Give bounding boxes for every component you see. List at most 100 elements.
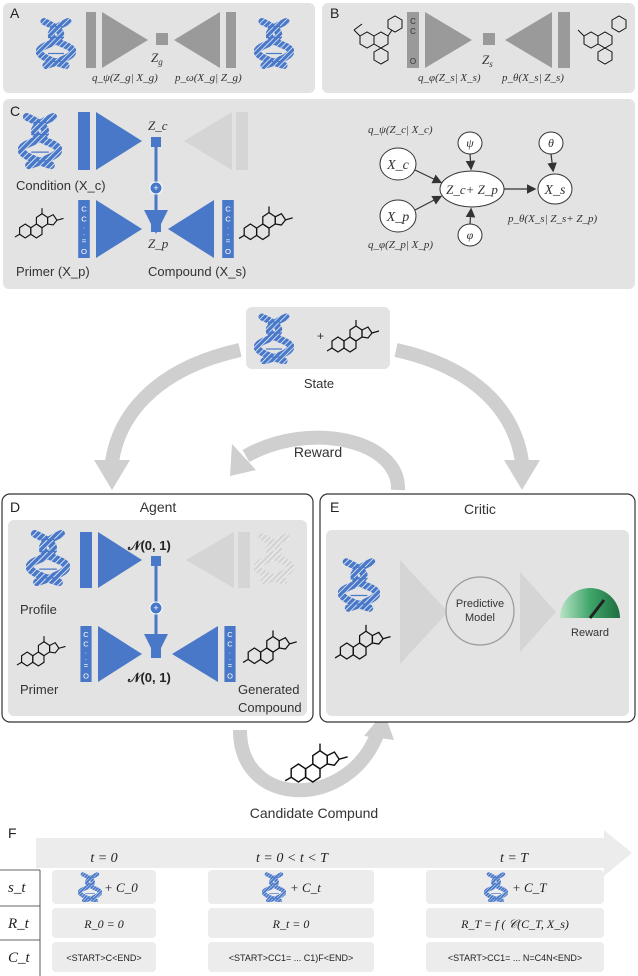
ghost-output-layer bbox=[238, 532, 250, 588]
sum-circle bbox=[149, 181, 163, 195]
row-label-sequence: C_t bbox=[8, 950, 31, 966]
agent-title: Agent bbox=[140, 499, 177, 515]
generated-decoder-triangle bbox=[172, 626, 218, 682]
svg-text:Zs: Zs bbox=[482, 52, 493, 69]
smiles-output-block bbox=[558, 12, 570, 68]
latent-node bbox=[156, 33, 168, 45]
z-p-label: Z_p bbox=[148, 236, 169, 251]
molecule-output-icon bbox=[577, 15, 627, 65]
condition-output-ghost bbox=[236, 112, 248, 170]
panel-d: D Agent 𝒩(0, 1) + 𝒩(0, 1) Profile Primer… bbox=[1, 493, 314, 723]
timepoint-label: t = 0 < t < T bbox=[256, 851, 329, 866]
smiles-token-top: C bbox=[410, 17, 416, 26]
row-label-state: s_t bbox=[8, 880, 26, 896]
primer-token-block bbox=[80, 626, 92, 682]
reward-label: Reward bbox=[571, 627, 609, 639]
encoder-label: q_φ(Z_s| X_s) bbox=[418, 72, 481, 84]
encoder-triangle bbox=[425, 12, 472, 68]
panel-a: A Zg q_ψ(Z_g| X_g) p_ω(X_g| Z_g) bbox=[3, 3, 315, 93]
panel-c-letter: C bbox=[10, 103, 20, 119]
z-c-label: Z_c bbox=[148, 118, 168, 133]
smiles-token-block bbox=[407, 12, 419, 68]
profile-label: Profile bbox=[20, 602, 57, 617]
reward-cell: R_t = 0 bbox=[272, 917, 310, 931]
state-plus: + bbox=[317, 329, 324, 343]
cycle-arrows bbox=[105, 343, 529, 798]
svg-text:θ: θ bbox=[548, 136, 554, 150]
sequence-cell: <START>C<END> bbox=[66, 953, 141, 963]
panel-e: E Critic Predictive Model Reward bbox=[319, 493, 636, 723]
timepoint-label: t = 0 bbox=[90, 851, 117, 866]
z-c-node bbox=[151, 137, 161, 147]
decoder-label: p_ω(X_g| Z_g) bbox=[174, 72, 242, 84]
z-profile-node bbox=[151, 556, 161, 566]
primer-encoder-triangle bbox=[98, 626, 142, 682]
state-label: State bbox=[304, 376, 334, 391]
decoder-label: p_θ(X_s| Z_s) bbox=[501, 72, 564, 84]
sequence-cell: <START>CC1= ... C1)F<END> bbox=[229, 953, 353, 963]
generated-token-block bbox=[224, 626, 236, 682]
node-xs bbox=[537, 173, 573, 205]
z-primer-node bbox=[151, 648, 161, 658]
state-cell: + C_t bbox=[290, 880, 321, 895]
z-p-node bbox=[151, 222, 161, 232]
panel-b-letter: B bbox=[330, 5, 339, 21]
condition-label: Condition (X_c) bbox=[16, 178, 106, 193]
node-xp bbox=[379, 199, 417, 233]
condition-encoder-triangle bbox=[96, 112, 142, 170]
reward-arrow-label: Reward bbox=[294, 444, 342, 460]
critic-title: Critic bbox=[464, 501, 496, 517]
state-box: + State bbox=[246, 307, 390, 391]
q-phi-label: q_φ(Z_p| X_p) bbox=[368, 239, 433, 251]
state-cell: + C_T bbox=[512, 880, 547, 895]
smiles-token-mid: C bbox=[410, 27, 416, 36]
node-xc bbox=[379, 147, 417, 181]
graphical-model: q_ψ(Z_c| X_c) X_c X_p Z_c+ Z_p X_s ψ φ θ bbox=[368, 124, 598, 251]
svg-text:X_p: X_p bbox=[386, 210, 410, 225]
agent-sum-sign: + bbox=[153, 603, 158, 613]
primer-label: Primer bbox=[20, 682, 59, 697]
primer-label: Primer (X_p) bbox=[16, 264, 90, 279]
compound-label: Compound (X_s) bbox=[148, 264, 246, 279]
ghost-decoder-triangle bbox=[186, 532, 234, 588]
latent-node bbox=[483, 33, 495, 45]
predictive-model-node bbox=[445, 576, 515, 646]
reward-cell: R_0 = 0 bbox=[83, 917, 123, 931]
panel-f-letter: F bbox=[8, 825, 17, 841]
state-cell: + C_0 bbox=[104, 880, 138, 895]
decoder-output-layer bbox=[226, 12, 236, 68]
timeline-arrow bbox=[36, 830, 632, 876]
profile-input-layer bbox=[80, 532, 92, 588]
compound-token-block bbox=[222, 200, 234, 258]
panel-d-letter: D bbox=[10, 499, 20, 515]
agent-sum-circle bbox=[149, 601, 163, 615]
sequence-cell: <START>CC1= ... N=C4N<END> bbox=[448, 953, 582, 963]
encoder-label: q_ψ(Z_g| X_g) bbox=[92, 72, 158, 84]
generated-label-1: Generated bbox=[238, 682, 299, 697]
model-label-2: Model bbox=[465, 612, 495, 624]
decoder-triangle bbox=[174, 12, 220, 68]
latent-label: Z bbox=[482, 52, 490, 67]
model-label-1: Predictive bbox=[456, 598, 504, 610]
svg-text:Z_c+ Z_p: Z_c+ Z_p bbox=[446, 182, 498, 197]
sum-sign: + bbox=[153, 183, 158, 193]
svg-text:Zg: Zg bbox=[151, 50, 163, 67]
panel-a-letter: A bbox=[10, 5, 20, 21]
primer-encoder-triangle bbox=[96, 200, 142, 258]
svg-text:ψ: ψ bbox=[466, 136, 474, 150]
row-label-reward: R_t bbox=[7, 916, 30, 932]
q-psi-label: q_ψ(Z_c| X_c) bbox=[368, 124, 433, 136]
normal-bottom-label: 𝒩(0, 1) bbox=[127, 670, 171, 685]
candidate-label: Candidate Compund bbox=[250, 805, 378, 821]
panel-f: F t = 0 t = 0 < t < T t = T s_t R_t C_t … bbox=[0, 825, 632, 976]
profile-encoder-triangle bbox=[98, 532, 142, 588]
normal-top-label: 𝒩(0, 1) bbox=[127, 538, 171, 553]
primer-token-block bbox=[78, 200, 90, 258]
latent-label: Z bbox=[151, 50, 159, 65]
svg-text:φ: φ bbox=[467, 228, 474, 242]
svg-text:X_s: X_s bbox=[544, 183, 567, 198]
panel-b: B C C O Zs q_φ(Z_s| X_s) p_θ(X_s| Z_s) bbox=[322, 3, 635, 93]
reward-cell: R_T = f ( 𝒞(C_T, X_s) bbox=[460, 917, 569, 931]
critic-input-arrow bbox=[400, 560, 448, 664]
